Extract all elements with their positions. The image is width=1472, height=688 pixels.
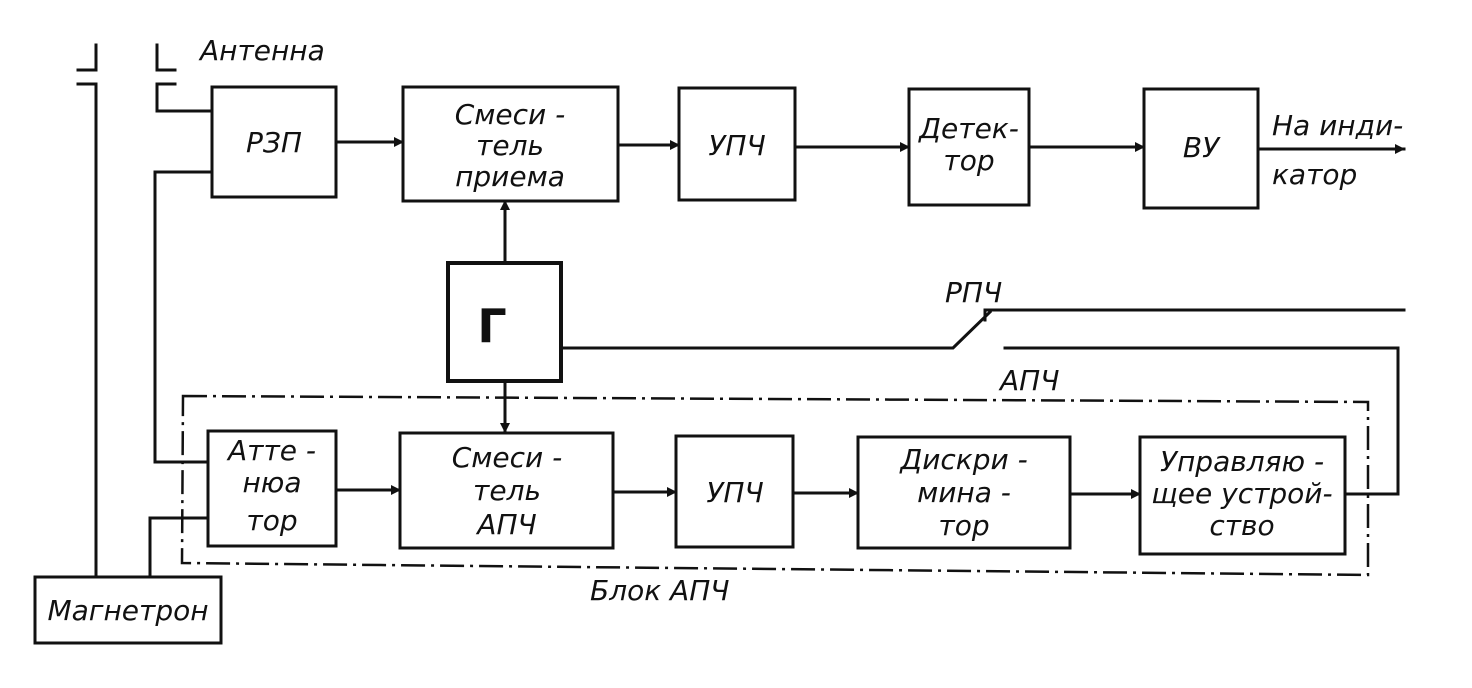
- svg-text:ВУ: ВУ: [1183, 131, 1221, 164]
- detector-line-1: Детек-: [917, 112, 1019, 145]
- upch-top-label: УПЧ: [708, 129, 765, 162]
- control-device-line-2: щее устрой-: [1151, 477, 1332, 510]
- mixer-receive-line-2: тель: [476, 129, 544, 162]
- svg-text:мина -: мина -: [917, 476, 1011, 509]
- upch-top-block: УПЧ: [677, 86, 797, 202]
- apch-block-boundary: [180, 394, 1370, 577]
- control-device-line-1: Управляю -: [1160, 445, 1324, 478]
- svg-text:тель: тель: [473, 474, 541, 507]
- svg-text:нюа: нюа: [242, 466, 301, 499]
- discriminator-line-3: тор: [938, 509, 989, 542]
- mixer-apch-block: Смеси - тель АПЧ: [398, 431, 615, 550]
- apch-feedback-line: [1003, 346, 1400, 496]
- rpch-label: РПЧ: [945, 276, 1002, 309]
- svg-text:тор: тор: [943, 144, 994, 177]
- upch-bottom-label: УПЧ: [706, 476, 763, 509]
- mixer-receive-line-1: Смеси -: [455, 98, 566, 131]
- antenna-feed: [76, 43, 214, 577]
- vu-label: ВУ: [1183, 131, 1221, 164]
- attenuator-line-1: Атте -: [226, 434, 316, 467]
- discriminator-block: Дискри - мина - тор: [856, 435, 1072, 550]
- rpch-switch-line: [559, 309, 993, 350]
- svg-text:Детек-: Детек-: [917, 112, 1019, 145]
- detector-line-2: тор: [943, 144, 994, 177]
- rzp-label: РЗП: [246, 126, 302, 159]
- apch-label: АПЧ: [998, 364, 1059, 397]
- output-line-2: катор: [1272, 158, 1357, 191]
- mixer-receive-line-3: приема: [455, 160, 565, 193]
- mixer-apch-line-3: АПЧ: [475, 508, 536, 541]
- detector-block: Детек- тор: [907, 87, 1031, 207]
- svg-text:ство: ство: [1209, 509, 1274, 542]
- svg-text:приема: приема: [455, 160, 565, 193]
- svg-text:Смеси -: Смеси -: [452, 441, 563, 474]
- upch-bottom-block: УПЧ: [674, 434, 795, 549]
- svg-text:УПЧ: УПЧ: [708, 129, 765, 162]
- svg-text:тель: тель: [476, 129, 544, 162]
- rzp-block: РЗП: [210, 85, 338, 199]
- svg-text:УПЧ: УПЧ: [706, 476, 763, 509]
- svg-text:Управляю -: Управляю -: [1160, 445, 1324, 478]
- svg-text:щее устрой-: щее устрой-: [1151, 477, 1332, 510]
- mixer-receive-block: Смеси - тель приема: [401, 85, 620, 203]
- attenuator-line-3: тор: [246, 504, 297, 537]
- mixer-apch-line-2: тель: [473, 474, 541, 507]
- control-device-line-3: ство: [1209, 509, 1274, 542]
- magnetron-to-attenuator-line: [148, 516, 210, 579]
- svg-text:АПЧ: АПЧ: [475, 508, 536, 541]
- magnetron-block: Магнетрон: [33, 575, 223, 645]
- discriminator-line-2: мина -: [917, 476, 1011, 509]
- svg-text:тор: тор: [938, 509, 989, 542]
- apch-block-label: Блок АПЧ: [590, 574, 729, 607]
- attenuator-block: Атте - нюа тор: [206, 429, 338, 548]
- mixer-apch-line-1: Смеси -: [452, 441, 563, 474]
- g-oscillator-block: Г: [446, 261, 563, 383]
- svg-text:РЗП: РЗП: [246, 126, 302, 159]
- svg-text:Атте -: Атте -: [226, 434, 316, 467]
- attenuator-line-2: нюа: [242, 466, 301, 499]
- rpch-line: [983, 308, 1406, 322]
- svg-text:Г: Г: [477, 299, 506, 353]
- vu-block: ВУ: [1142, 87, 1260, 210]
- output-line-1: На инди-: [1272, 109, 1403, 142]
- magnetron-label: Магнетрон: [47, 594, 208, 627]
- g-label: Г: [477, 299, 506, 353]
- svg-text:тор: тор: [246, 504, 297, 537]
- svg-text:Магнетрон: Магнетрон: [47, 594, 208, 627]
- rzp-to-attenuator-line: [153, 170, 214, 464]
- control-device-block: Управляю - щее устрой- ство: [1138, 435, 1347, 556]
- discriminator-line-1: Дискри -: [898, 443, 1027, 476]
- svg-text:Смеси -: Смеси -: [455, 98, 566, 131]
- svg-text:Дискри -: Дискри -: [898, 443, 1027, 476]
- antenna-label: Антенна: [198, 34, 325, 67]
